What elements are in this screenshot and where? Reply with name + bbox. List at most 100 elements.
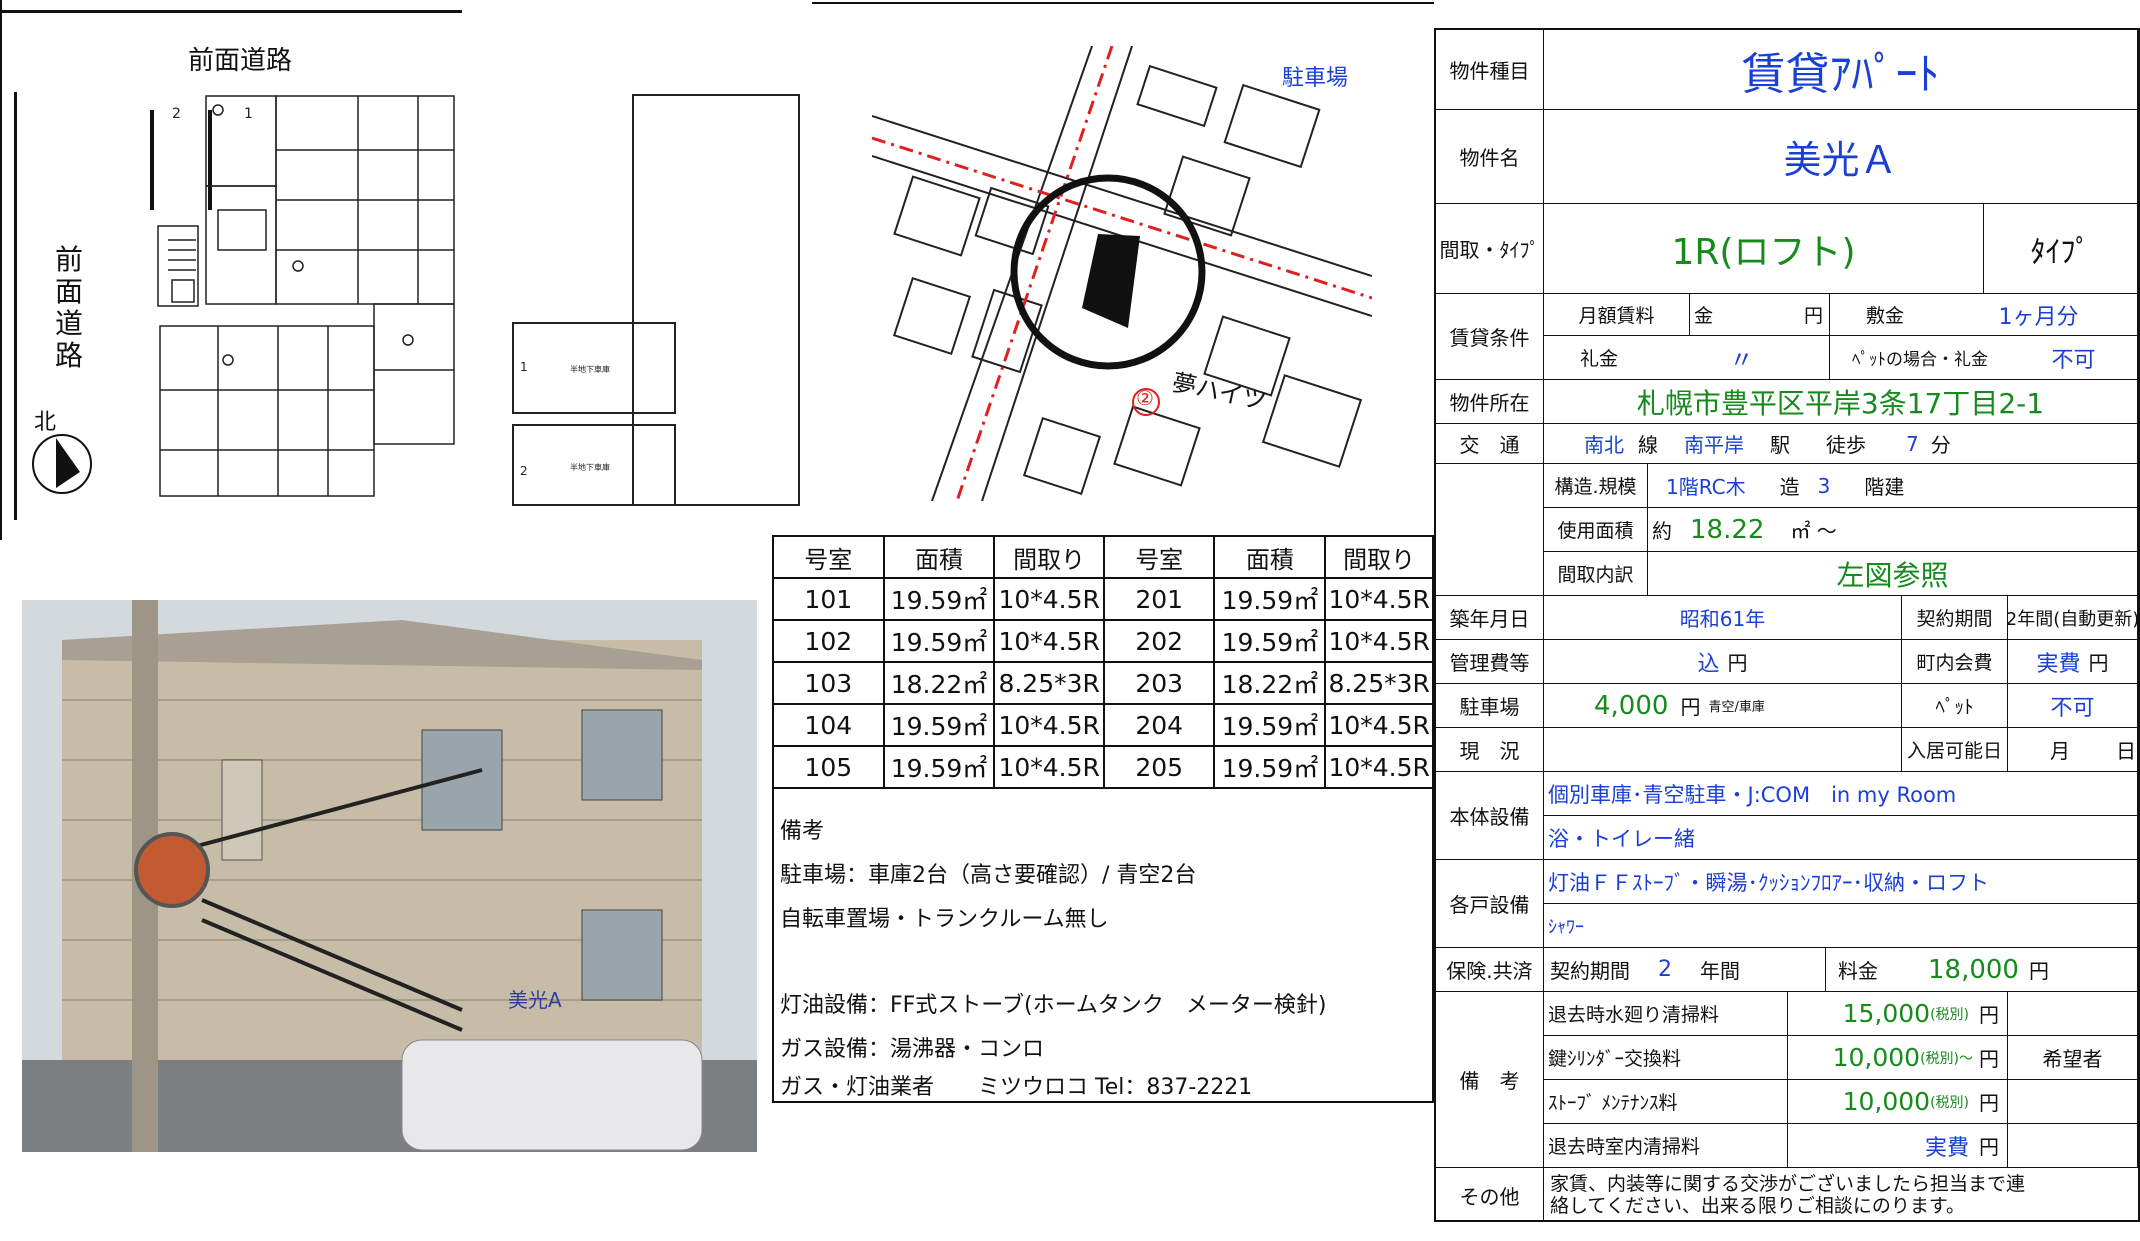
remark-1-extra (2008, 992, 2138, 1036)
parking-sub: 青空/車庫 (1708, 700, 1765, 715)
type-label: 物件種目 (1436, 30, 1544, 110)
notes-box: 備考 駐車場：車庫2台（高さ要確認）/ 青空2台 自転車置場・トランクルーム無し… (772, 763, 1434, 1103)
parking-stripe (150, 110, 154, 210)
layout-type: ﾀｲﾌﾟ (1984, 204, 2138, 294)
remark-1-value: 15,000 (1842, 999, 1931, 1028)
line-name: 南北 (1584, 433, 1624, 457)
table-cell: 205 (1102, 745, 1216, 789)
remark-3-yen: 円 (1979, 1091, 1999, 1115)
col-header: 面積 (1213, 535, 1327, 579)
unit-equipment-label: 各戸設備 (1436, 860, 1544, 948)
other-label: その他 (1436, 1168, 1544, 1222)
map-parking-label: 駐車場 (1282, 66, 1349, 91)
table-cell: 10*4.5R (1324, 745, 1434, 789)
table-cell: 10*4.5R (1324, 619, 1434, 663)
remark-4-row: 実費 円 (1788, 1124, 2008, 1168)
structure-label: 構造.規模 (1544, 464, 1648, 508)
other-line-1: 家賃、内装等に関する交渉がございましたら担当まで連 (1550, 1173, 2026, 1195)
address-label: 物件所在 (1436, 380, 1544, 424)
room-breakdown-value: 左図参照 (1648, 552, 2138, 596)
minutes-word: 分 (1930, 433, 1951, 457)
rent-kin: 金 (1690, 294, 1714, 336)
town-fee-label: 町内会費 (1902, 640, 2008, 684)
remark-4-value: 実費 (1924, 1135, 1969, 1161)
table-cell: 19.59㎡ (882, 577, 996, 621)
notes-line: ガス設備：湯沸器・コンロ (780, 1037, 1045, 1062)
remark-1-yen: 円 (1979, 1003, 1999, 1027)
other-line-2: 絡してください、出来る限りご相談にのります。 (1550, 1195, 1965, 1217)
insurance-fee-yen: 円 (2028, 959, 2049, 983)
remark-3-row: 10,000 (税別) 円 (1788, 1080, 2008, 1124)
key-money-label: 礼金 (1544, 336, 1654, 380)
table-cell: 102 (772, 619, 885, 663)
structure-floors: 3 (1817, 473, 1831, 498)
table-cell: 19.59㎡ (882, 619, 996, 663)
top-rule-right (812, 2, 1434, 4)
north-arrow-icon (32, 434, 92, 494)
area-label: 使用面積 (1544, 508, 1648, 552)
pet-value: 不可 (2008, 684, 2138, 728)
area-unit: ㎡ ～ (1790, 519, 1837, 543)
remarks-label: 備 考 (1436, 992, 1544, 1168)
address-value: 札幌市豊平区平岸3条17丁目2-1 (1544, 380, 2138, 424)
table-cell: 19.59㎡ (1213, 619, 1327, 663)
insurance-years: 2 (1658, 957, 1672, 982)
table-cell: 19.59㎡ (1213, 745, 1327, 789)
remark-1-label: 退去時水廻り清掃料 (1544, 992, 1788, 1036)
notes-line: 自転車置場・トランクルーム無し (780, 907, 1109, 932)
parking-stripe (208, 110, 212, 210)
parking-value: 4,000 (1594, 690, 1669, 721)
unit-equipment-line-2: ｼｬﾜｰ (1544, 904, 2138, 948)
move-in-label: 入居可能日 (1902, 728, 2008, 772)
remark-2-label: 鍵ｼﾘﾝﾀﾞｰ交換料 (1544, 1036, 1788, 1080)
garage-num: 2 (520, 464, 528, 478)
structure-block-label (1436, 464, 1544, 596)
structure-zo: 造 (1779, 475, 1800, 499)
table-cell: 10*4.5R (993, 745, 1105, 789)
table-cell: 19.59㎡ (882, 745, 996, 789)
rent-yen: 円 (1714, 294, 1830, 336)
mgmt-label: 管理費等 (1436, 640, 1544, 684)
table-cell: 8.25*3R (993, 661, 1105, 705)
insurance-fee-label: 料金 (1838, 959, 1878, 983)
remark-2-yen: 円 (1979, 1047, 1999, 1071)
col-header: 号室 (772, 535, 885, 579)
table-cell: 19.59㎡ (1213, 577, 1327, 621)
building-photo-drawing (22, 600, 757, 1152)
status-value (1544, 728, 1902, 772)
facility-label: 本体設備 (1436, 772, 1544, 860)
station-name: 南平岸 (1684, 433, 1744, 457)
table-cell: 8.25*3R (1324, 661, 1434, 705)
table-cell: 10*4.5R (993, 703, 1105, 747)
notes-line: ガス・灯油業者 ミツウロコ Tel：837-2221 (780, 1075, 1253, 1100)
left-rule (0, 0, 2, 540)
structure-floor: 1階RC木 (1666, 475, 1746, 499)
insurance-period-label: 契約期間 (1550, 959, 1630, 983)
remark-4-extra (2008, 1124, 2138, 1168)
road-label-top: 前面道路 (188, 46, 293, 76)
deposit-label: 敷金 (1830, 294, 1940, 336)
insurance-years-word: 年間 (1700, 959, 1740, 983)
table-cell: 19.59㎡ (1213, 703, 1327, 747)
garage-outline (632, 94, 800, 506)
remark-1-tax: (税別) (1930, 1006, 1969, 1023)
walk-minutes: 7 (1906, 431, 1919, 456)
table-cell: 10*4.5R (1324, 703, 1434, 747)
table-cell: 10*4.5R (993, 619, 1105, 663)
north-label: 北 (34, 410, 57, 435)
layout-value: 1R(ロフト) (1544, 204, 1984, 294)
parking-label: 駐車場 (1436, 684, 1544, 728)
name-value: 美光Ａ (1544, 110, 2138, 204)
parking-num: 1 (244, 106, 253, 122)
road-label-side: 前 面 道 路 (54, 243, 83, 372)
traffic-label: 交 通 (1436, 424, 1544, 464)
garage-label: 半地下車庫 (570, 463, 610, 472)
parking-row: 4,000 円 青空/車庫 (1544, 684, 1902, 728)
insurance-period-row: 契約期間 2 年間 (1544, 948, 1826, 992)
table-header-row: 号室 面積 間取り 号室 面積 間取り (772, 535, 1434, 579)
facility-line-2: 浴・トイレー緒 (1544, 816, 2138, 860)
map-drawing (872, 46, 1372, 501)
map-circle-num: ② (1136, 386, 1154, 410)
property-spec-table: 物件種目 賃貸ｱﾊﾟｰﾄ 物件名 美光Ａ 間取・ﾀｲﾌﾟ 1R(ロフト) ﾀｲﾌ… (1434, 28, 2140, 1222)
